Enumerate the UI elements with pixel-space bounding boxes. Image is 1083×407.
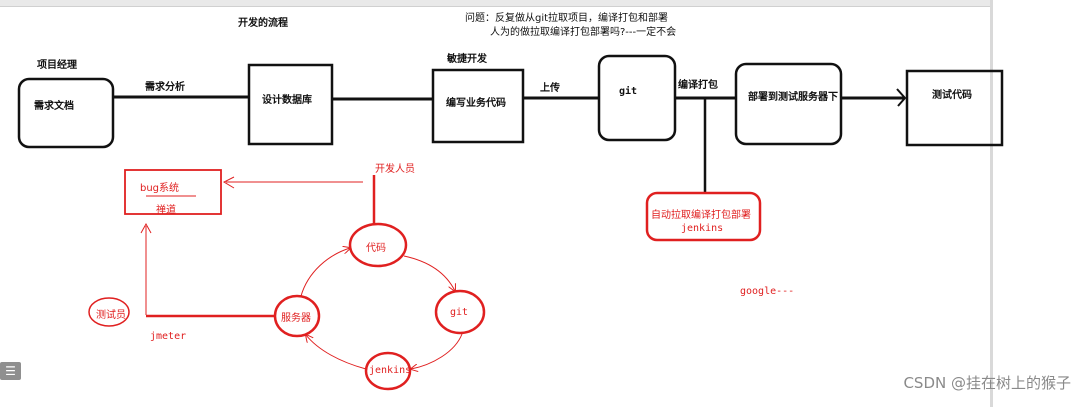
google-label: google--- (740, 286, 795, 297)
box-label-business-code: 编写业务代码 (446, 98, 506, 109)
chandao-label: 禅道 (156, 205, 176, 216)
git-node (434, 289, 486, 335)
auto-jenkins-label: jenkins (681, 223, 724, 234)
developer-label: 开发人员 (375, 164, 415, 175)
box-label-test-code: 测试代码 (932, 90, 972, 101)
auto-deploy-box (645, 191, 762, 242)
tester-label: 测试员 (96, 310, 126, 321)
box-requirements (17, 77, 115, 149)
box-label-deploy-test: 部署到测试服务器下 (748, 92, 838, 103)
code-node (348, 222, 408, 268)
edge-label-analysis: 需求分析 (145, 82, 185, 93)
edge-label-upload: 上传 (540, 83, 560, 94)
box-database (247, 63, 334, 146)
edge-label-build: 编译打包 (678, 80, 718, 91)
question-line-2: 人为的做拉取编译打包部署吗?---一定不会 (490, 27, 677, 38)
bug-system-label: bug系统 (140, 183, 180, 194)
top-toolbar (0, 0, 990, 7)
bug-system-box (124, 169, 222, 215)
jmeter-label: jmeter (150, 331, 187, 342)
pm-label: 项目经理 (37, 60, 77, 71)
diagram-title: 开发的流程 (238, 18, 288, 29)
watermark: CSDN @挂在树上的猴子 (903, 374, 1071, 392)
box-label-requirements: 需求文档 (34, 101, 74, 112)
question-line-1: 问题：反复做从git拉取项目，编译打包和部署 (465, 13, 669, 24)
vertical-scrollbar[interactable] (990, 0, 993, 407)
box-business-code (431, 68, 525, 144)
tester-node (88, 297, 130, 327)
agile-label: 敏捷开发 (447, 54, 487, 65)
box-label-database: 设计数据库 (262, 95, 312, 106)
git-label: git (450, 307, 469, 318)
server-node (273, 294, 321, 338)
jenkins-label: jenkins (369, 365, 412, 376)
code-label: 代码 (366, 243, 386, 254)
list-icon[interactable]: ☰ (0, 362, 21, 380)
box-test-code (905, 69, 1004, 147)
box-deploy-test (734, 62, 843, 146)
box-label-git: git (619, 86, 638, 97)
box-git (597, 54, 677, 142)
auto-deploy-label: 自动拉取编译打包部署 (651, 210, 751, 221)
server-label: 服务器 (281, 313, 311, 324)
